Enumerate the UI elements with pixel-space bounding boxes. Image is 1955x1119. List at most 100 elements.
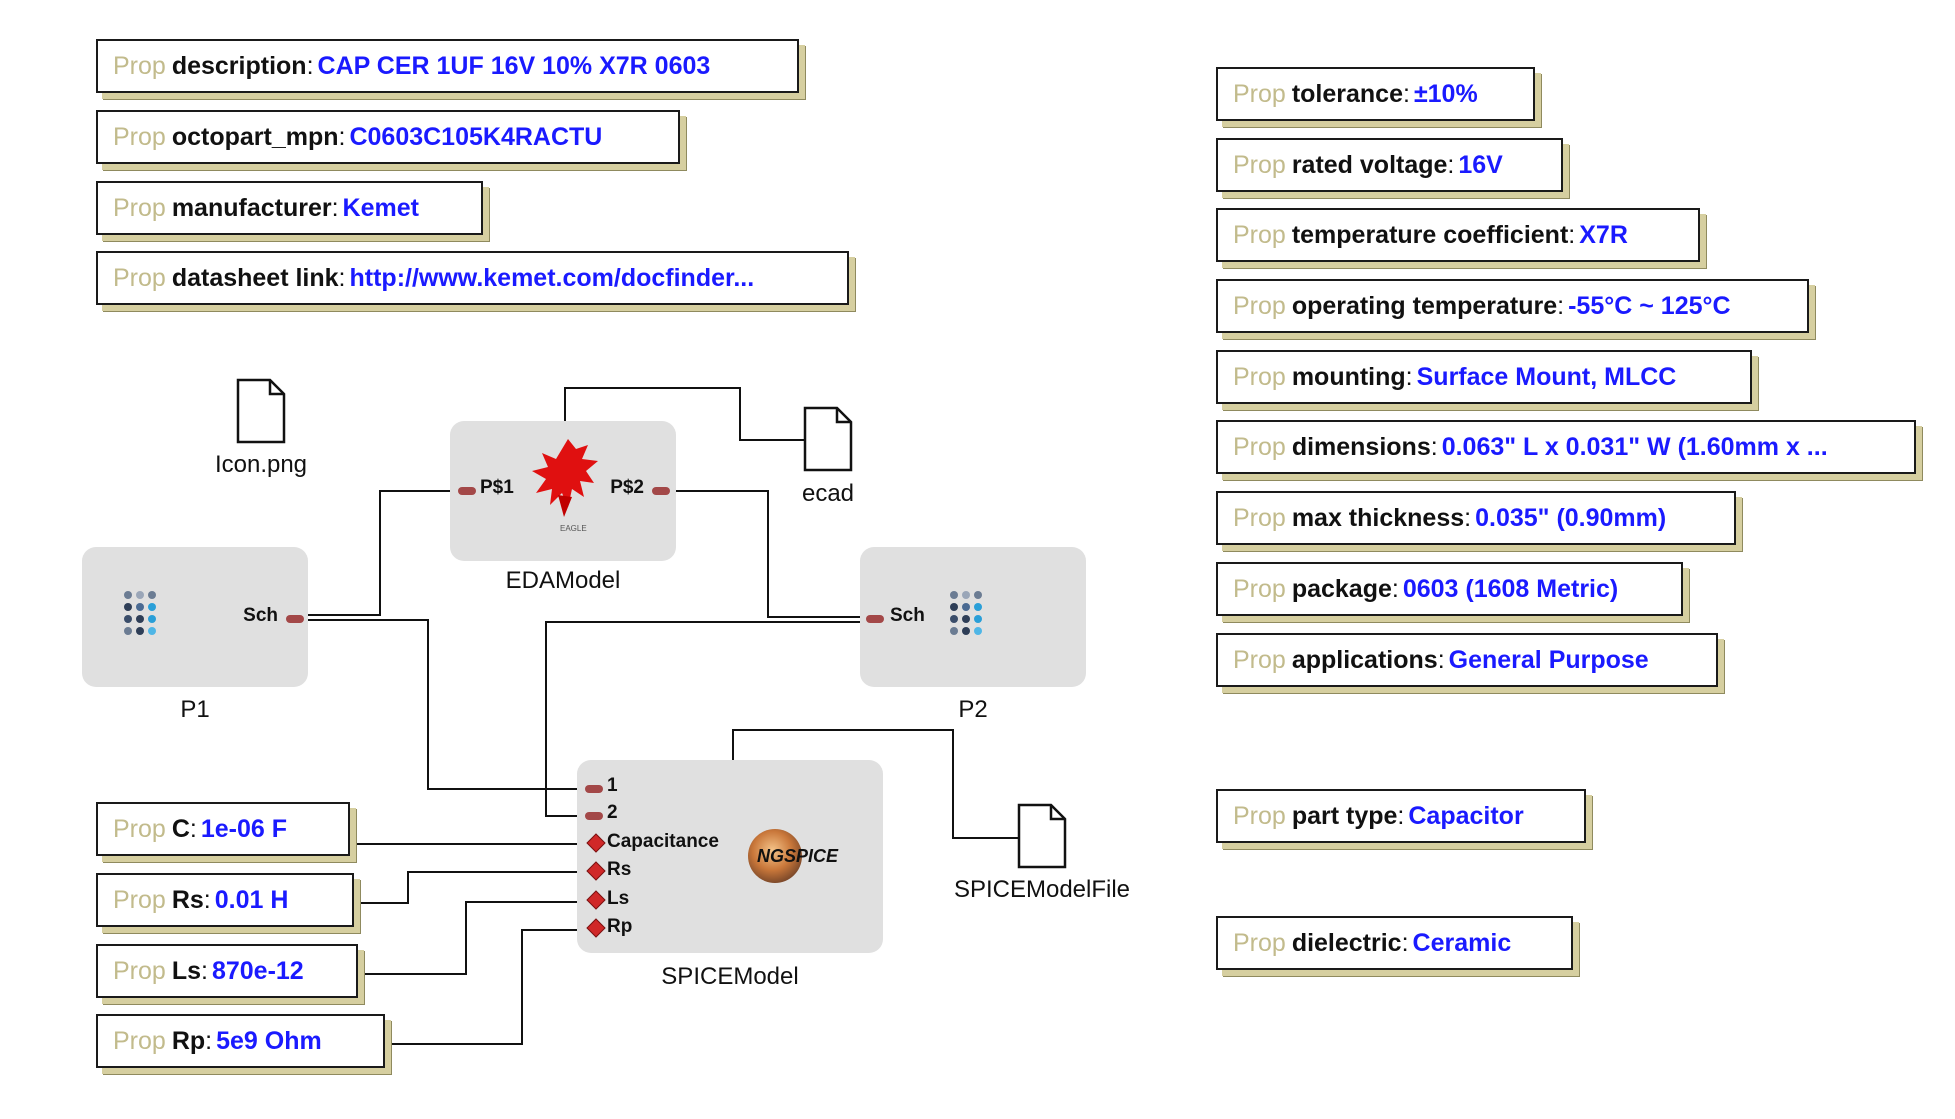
prop-keyword: Prop (113, 815, 166, 843)
eda-model-block[interactable]: P$1 P$2 EAGLE (450, 421, 676, 561)
file-icon[interactable] (1017, 803, 1067, 869)
prop-name: rated voltage (1291, 151, 1448, 179)
prop-keyword: Prop (1233, 292, 1286, 320)
ngspice-logo-text: NGSPICE (757, 846, 839, 866)
prop-value: 870e-12 (211, 957, 304, 985)
prop-value: -55°C ~ 125°C (1568, 292, 1731, 320)
prop-value: 0.063" L x 0.031" W (1.60mm x ... (1441, 433, 1828, 461)
wire-eda-p2 (672, 490, 862, 618)
prop-keyword: Prop (113, 1027, 166, 1055)
prop-name: C (171, 815, 190, 843)
prop-name: applications (1291, 646, 1438, 674)
prop-value: CAP CER 1UF 16V 10% X7R 0603 (317, 52, 711, 80)
wire-p1-spice1 (302, 619, 586, 790)
prop-name: package (1291, 575, 1392, 603)
prop-name: part type (1291, 802, 1398, 830)
file-label-ecad: ecad (801, 480, 855, 507)
p1-label: P1 (180, 696, 210, 723)
prop-name: octopart_mpn (171, 123, 339, 151)
port-marker[interactable] (652, 487, 670, 495)
prop-name: operating temperature (1291, 292, 1558, 320)
grid-dots-icon (950, 591, 982, 635)
port-label-sch: Sch (243, 605, 278, 626)
port-marker[interactable] (458, 487, 476, 495)
prop-value: ±10% (1413, 80, 1478, 108)
param-label-ls: Ls (607, 888, 630, 909)
parameter-icon[interactable] (586, 890, 606, 910)
prop-value: Capacitor (1408, 802, 1524, 830)
prop-keyword: Prop (113, 264, 166, 292)
parameter-icon[interactable] (586, 833, 606, 853)
prop-keyword: Prop (113, 194, 166, 222)
port-marker[interactable] (866, 615, 884, 623)
file-icon[interactable] (803, 406, 853, 472)
prop-keyword: Prop (113, 957, 166, 985)
wire-spice-file (732, 729, 1019, 839)
ngspice-logo-icon: NGSPICE (748, 829, 839, 883)
prop-name: Rs (171, 886, 204, 914)
prop-value: Kemet (342, 194, 419, 222)
prop-name: description (171, 52, 307, 80)
prop-value: 1e-06 F (200, 815, 287, 843)
prop-keyword: Prop (1233, 802, 1286, 830)
prop-keyword: Prop (1233, 929, 1286, 957)
spice-model-label: SPICEModel (661, 963, 799, 990)
prop-keyword: Prop (1233, 151, 1286, 179)
spice-model-block[interactable]: 1 2 Capacitance Rs Ls Rp NGSPICE (577, 760, 883, 953)
port-marker[interactable] (585, 785, 603, 793)
prop-value: 16V (1458, 151, 1503, 179)
port-label-1: 1 (607, 775, 618, 796)
prop-keyword: Prop (1233, 221, 1286, 249)
prop-keyword: Prop (113, 52, 166, 80)
prop-value: 0.035" (0.90mm) (1475, 504, 1667, 532)
prop-keyword: Prop (113, 886, 166, 914)
eda-model-label: EDAModel (505, 567, 621, 594)
file-icon[interactable] (236, 378, 286, 444)
param-label-capacitance: Capacitance (607, 831, 719, 852)
parameter-icon[interactable] (586, 918, 606, 938)
prop-name: tolerance (1291, 80, 1403, 108)
eagle-logo-icon: EAGLE (532, 439, 598, 533)
grid-dots-icon (124, 591, 156, 635)
file-label-icon: Icon.png (214, 451, 308, 478)
prop-value: http://www.kemet.com/docfinder... (349, 264, 755, 292)
prop-value: 0603 (1608 Metric) (1402, 575, 1619, 603)
port-marker[interactable] (585, 812, 603, 820)
prop-name: dielectric (1291, 929, 1402, 957)
prop-value: Ceramic (1412, 929, 1512, 957)
prop-name: Ls (171, 957, 201, 985)
prop-name: dimensions (1291, 433, 1431, 461)
p2-block[interactable]: Sch (860, 547, 1086, 687)
prop-keyword: Prop (1233, 433, 1286, 461)
prop-name: temperature coefficient (1291, 221, 1569, 249)
port-label-p2: P$2 (610, 477, 644, 498)
port-marker[interactable] (286, 615, 304, 623)
prop-name: max thickness (1291, 504, 1465, 532)
prop-value: Surface Mount, MLCC (1416, 363, 1677, 391)
param-label-rs: Rs (607, 859, 632, 880)
p1-block[interactable]: Sch (82, 547, 308, 687)
wire-rp (388, 929, 586, 1045)
parameter-icon[interactable] (586, 861, 606, 881)
prop-value: C0603C105K4RACTU (349, 123, 603, 151)
eagle-logo-text: EAGLE (560, 524, 587, 533)
